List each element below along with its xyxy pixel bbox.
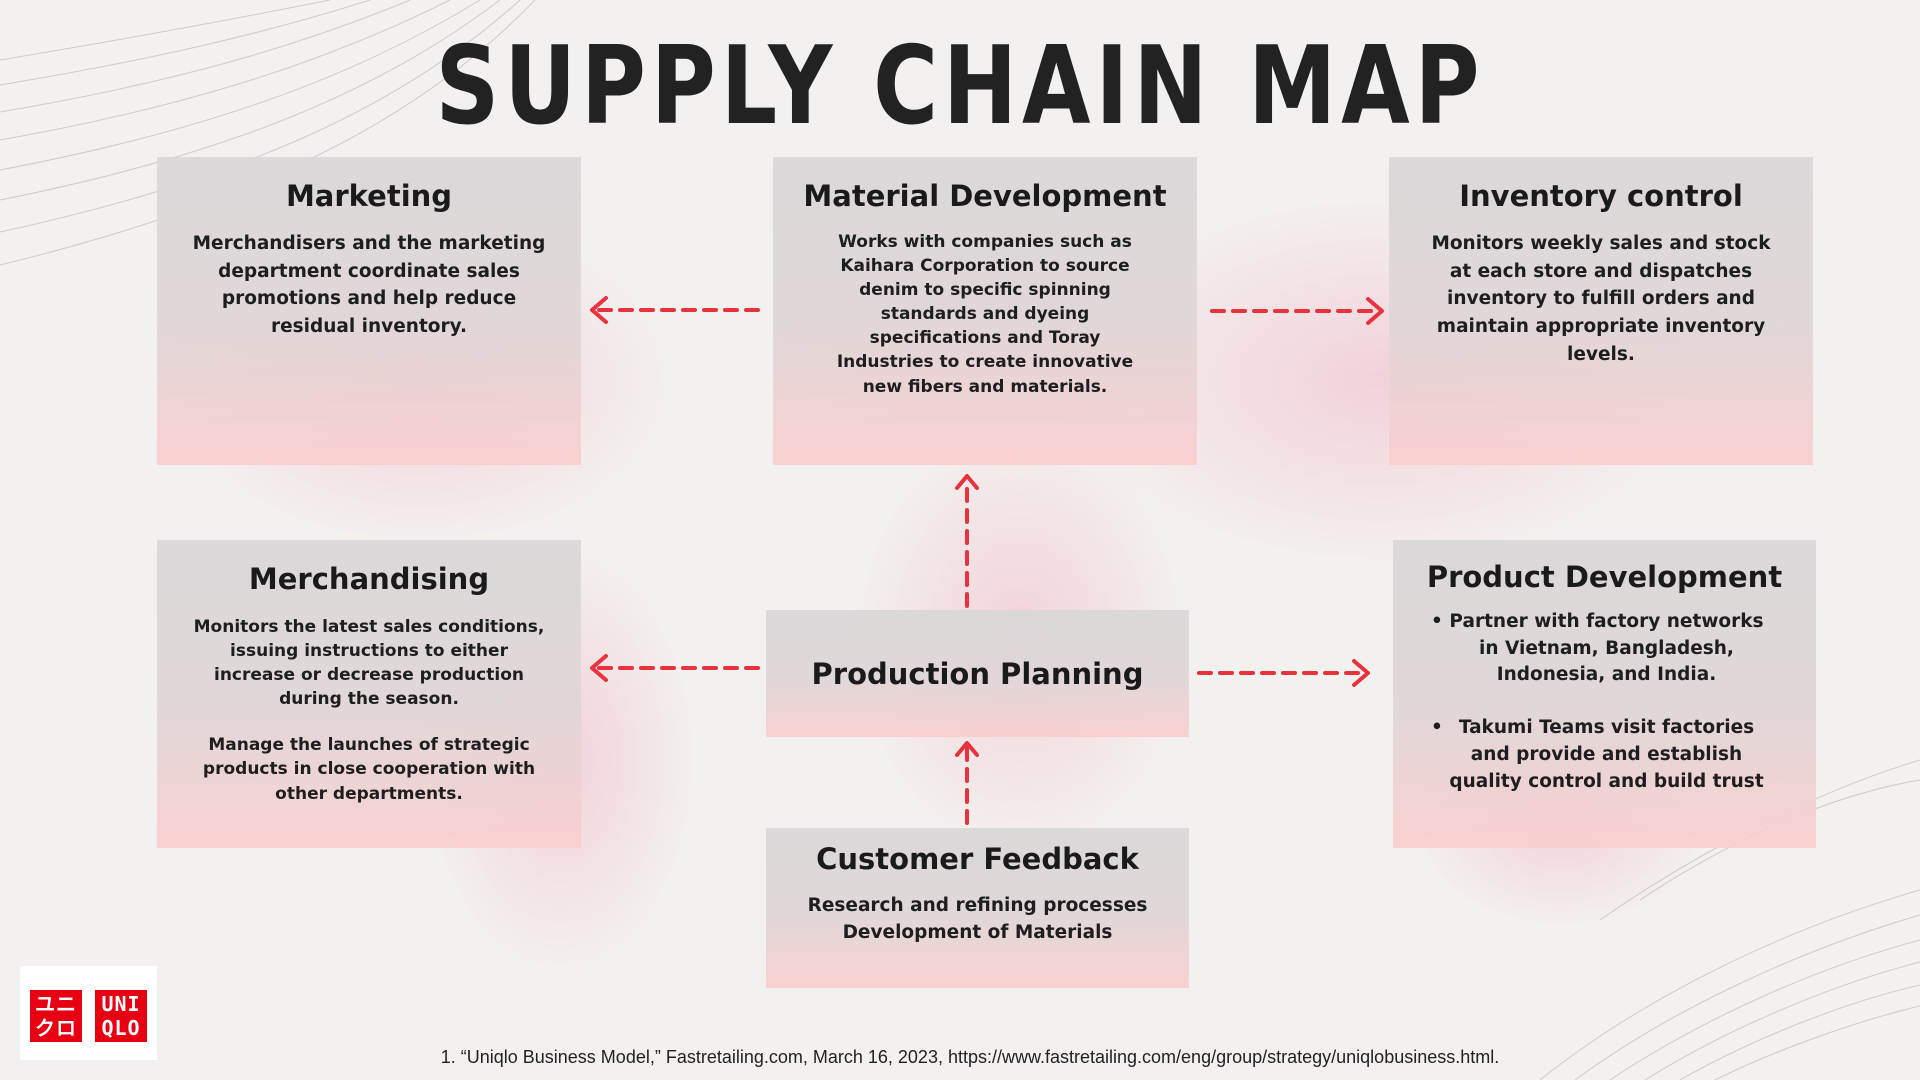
- material-development-box: Material Development Works with companie…: [773, 157, 1197, 465]
- material-development-title: Material Development: [803, 179, 1167, 213]
- product-development-bullets: Partner with factory networks in Vietnam…: [1393, 609, 1816, 796]
- merchandising-paragraph-1: Monitors the latest sales conditions, is…: [193, 616, 545, 710]
- corner-lines-top-left: [0, 0, 536, 266]
- merchandising-text: Monitors the latest sales conditions, is…: [157, 615, 581, 806]
- merchandising-box: Merchandising Monitors the latest sales …: [157, 540, 581, 848]
- logo-tile-latin: UNI QLO: [95, 990, 147, 1042]
- inventory-control-text: Monitors weekly sales and stock at each …: [1431, 232, 1771, 365]
- customer-feedback-box: Customer Feedback Research and refining …: [766, 828, 1189, 988]
- footnote-citation: 1. “Uniqlo Business Model,” Fastretailin…: [440, 1047, 1500, 1067]
- marketing-title: Marketing: [285, 179, 453, 213]
- inventory-control-box: Inventory control Monitors weekly sales …: [1389, 157, 1813, 465]
- product-development-bullet-2: Takumi Teams visit factories and provide…: [1431, 715, 1776, 795]
- production-planning-title: Production Planning: [811, 656, 1144, 691]
- marketing-text: Merchandisers and the marketing departme…: [192, 232, 546, 338]
- product-development-box: Product Development Partner with factory…: [1393, 540, 1816, 848]
- product-development-title: Product Development: [1426, 560, 1783, 594]
- merchandising-paragraph-2: Manage the launches of strategic product…: [202, 735, 536, 804]
- customer-feedback-title: Customer Feedback: [816, 842, 1139, 876]
- production-planning-box: Production Planning: [766, 610, 1189, 737]
- product-development-bullet-1: Partner with factory networks in Vietnam…: [1431, 609, 1776, 689]
- uniqlo-logo: ユニ クロ UNI QLO: [20, 966, 157, 1060]
- customer-feedback-line-1: Research and refining processes: [807, 894, 1148, 916]
- inventory-control-title: Inventory control: [1459, 179, 1743, 213]
- marketing-box: Marketing Merchandisers and the marketin…: [157, 157, 581, 465]
- material-development-text: Works with companies such as Kaihara Cor…: [836, 231, 1134, 397]
- merchandising-title: Merchandising: [248, 562, 490, 596]
- page-title: SUPPLY CHAIN MAP: [435, 24, 1485, 149]
- customer-feedback-line-2: Development of Materials: [842, 921, 1113, 943]
- logo-tile-katakana: ユニ クロ: [30, 990, 82, 1042]
